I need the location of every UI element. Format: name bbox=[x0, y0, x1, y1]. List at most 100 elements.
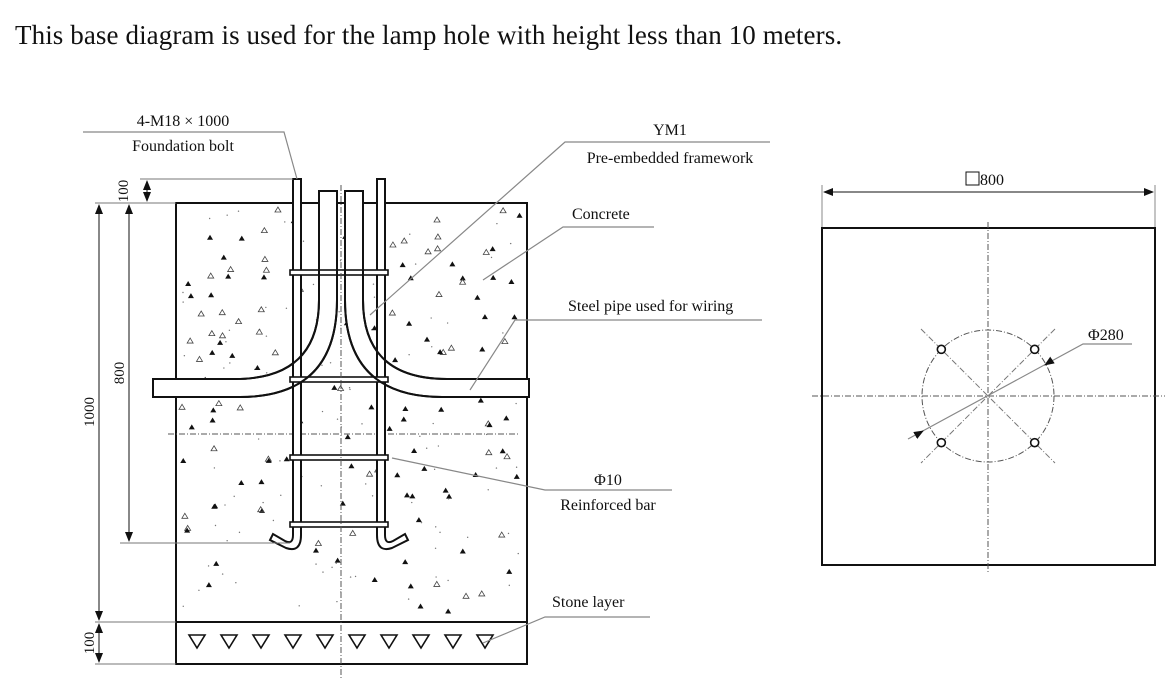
aggregate-solid-triangle bbox=[400, 416, 407, 422]
aggregate-dot bbox=[226, 540, 228, 542]
left-bolt-shaft bbox=[292, 178, 302, 528]
aggregate-dot bbox=[439, 531, 441, 534]
aggregate-solid-triangle bbox=[344, 434, 351, 440]
plan-view: 800 Φ280 bbox=[812, 171, 1165, 572]
aggregate-solid-triangle bbox=[506, 568, 513, 574]
aggregate-dot bbox=[321, 364, 323, 367]
aggregate-solid-triangle bbox=[209, 417, 216, 423]
aggregate-solid-triangle bbox=[516, 212, 523, 218]
aggregate-dot bbox=[221, 573, 224, 575]
aggregate-dot bbox=[229, 362, 231, 364]
aggregate-dot bbox=[312, 283, 315, 286]
aggregate-solid-triangle bbox=[188, 424, 195, 430]
reinforced-bars bbox=[289, 269, 389, 528]
aggregate-dot bbox=[284, 221, 286, 223]
aggregate-dot bbox=[280, 494, 282, 497]
aggregate-solid-triangle bbox=[371, 577, 378, 583]
aggregate-hollow-triangle bbox=[498, 531, 506, 538]
aggregate-solid-triangle bbox=[406, 320, 413, 326]
aggregate-solid-triangle bbox=[407, 583, 414, 589]
aggregate-dot bbox=[335, 562, 337, 564]
aggregate-hollow-triangle bbox=[218, 332, 227, 339]
aggregate-hollow-triangle bbox=[215, 399, 223, 407]
label-steel-pipe: Steel pipe used for wiring bbox=[568, 298, 733, 315]
leader-lines bbox=[83, 131, 770, 644]
aggregate-hollow-triangle bbox=[234, 317, 243, 325]
aggregate-solid-triangle bbox=[481, 314, 488, 320]
aggregate-solid-triangle bbox=[474, 294, 481, 300]
label-framework-name: Pre-embedded framework bbox=[587, 150, 754, 167]
aggregate-hollow-triangle bbox=[274, 206, 282, 213]
aggregate-solid-triangle bbox=[283, 456, 290, 462]
dim-stone-depth: 100 bbox=[82, 632, 98, 655]
aggregate-dot bbox=[507, 532, 510, 535]
stone-icon bbox=[347, 634, 367, 650]
aggregate-dot bbox=[425, 447, 428, 449]
aggregate-dot bbox=[214, 524, 217, 527]
stone-icon bbox=[283, 634, 303, 650]
aggregate-dot bbox=[485, 433, 488, 436]
aggregate-solid-triangle bbox=[411, 447, 418, 453]
stone-icon bbox=[411, 634, 431, 650]
aggregate-dot bbox=[183, 355, 186, 357]
aggregate-hollow-triangle bbox=[499, 206, 507, 214]
aggregate-dot bbox=[495, 467, 498, 469]
aggregate-dot bbox=[329, 362, 332, 364]
aggregate-dot bbox=[348, 387, 351, 389]
aggregate-solid-triangle bbox=[331, 384, 338, 390]
aggregate-dot bbox=[373, 296, 376, 298]
bolt-hole-icon bbox=[936, 344, 947, 355]
label-bolt-name: Foundation bolt bbox=[132, 138, 234, 155]
aggregate-solid-triangle bbox=[260, 274, 267, 280]
aggregate-dot bbox=[298, 605, 300, 607]
aggregate-dot bbox=[349, 576, 352, 578]
aggregate-hollow-triangle bbox=[400, 237, 408, 244]
aggregate-dot bbox=[265, 335, 268, 337]
aggregate-dot bbox=[502, 332, 504, 334]
aggregate-dot bbox=[302, 240, 305, 242]
label-stone-layer: Stone layer bbox=[552, 594, 625, 611]
aggregate-dot bbox=[279, 460, 281, 462]
aggregate-hollow-triangle bbox=[256, 505, 265, 513]
aggregate-dot bbox=[414, 263, 417, 265]
aggregate-dot bbox=[331, 566, 333, 569]
aggregate-dot bbox=[224, 504, 226, 506]
aggregate-dot bbox=[233, 495, 235, 498]
aggregate-dot bbox=[419, 435, 421, 438]
aggregate-dot bbox=[515, 402, 517, 405]
aggregate-hollow-triangle bbox=[485, 448, 493, 456]
aggregate-solid-triangle bbox=[486, 422, 493, 428]
aggregate-solid-triangle bbox=[445, 608, 452, 614]
aggregate-hollow-triangle bbox=[434, 233, 442, 240]
aggregate-solid-triangle bbox=[499, 448, 506, 454]
aggregate-solid-triangle bbox=[225, 273, 232, 279]
aggregate-hollow-triangle bbox=[389, 241, 397, 248]
aggregate-solid-triangle bbox=[212, 503, 219, 509]
plan-diameter-leader bbox=[907, 343, 1132, 440]
aggregate-dot bbox=[213, 467, 216, 469]
aggregate-solid-triangle bbox=[503, 415, 510, 421]
aggregate-dot bbox=[490, 256, 493, 259]
aggregate-dot bbox=[361, 423, 363, 425]
aggregate-hollow-triangle bbox=[433, 245, 442, 252]
aggregate-dot bbox=[466, 536, 469, 539]
aggregate-solid-triangle bbox=[404, 492, 411, 498]
aggregate-dot bbox=[223, 367, 225, 369]
aggregate-solid-triangle bbox=[442, 487, 449, 493]
aggregate-solid-triangle bbox=[368, 404, 375, 410]
aggregate-hollow-triangle bbox=[388, 309, 397, 316]
square-symbol-icon bbox=[965, 171, 980, 186]
aggregate-solid-triangle bbox=[479, 346, 486, 352]
aggregate-hollow-triangle bbox=[482, 248, 490, 255]
aggregate-dot bbox=[237, 210, 240, 212]
aggregate-solid-triangle bbox=[438, 406, 445, 412]
aggregate-dot bbox=[182, 605, 184, 607]
aggregate-dot bbox=[338, 311, 340, 313]
aggregate-hollow-triangle bbox=[503, 452, 511, 460]
aggregate-dot bbox=[496, 222, 498, 225]
aggregate-hollow-triangle bbox=[433, 216, 441, 223]
aggregate-dot bbox=[315, 563, 317, 565]
aggregate-hollow-triangle bbox=[218, 308, 226, 316]
aggregate-solid-triangle bbox=[409, 493, 416, 499]
aggregate-hollow-triangle bbox=[314, 539, 323, 546]
